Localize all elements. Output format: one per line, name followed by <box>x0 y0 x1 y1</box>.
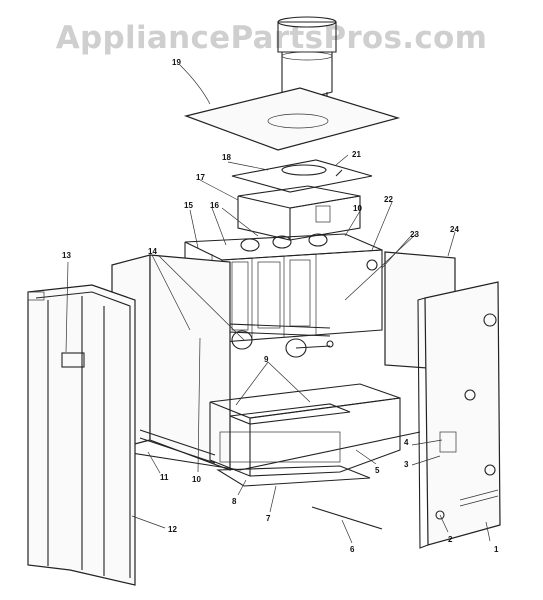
draft-hood-ring <box>231 159 373 193</box>
callout-3: 3 <box>404 460 409 469</box>
callout-22: 22 <box>384 195 393 204</box>
callout-12: 12 <box>168 525 177 534</box>
right-side-panel <box>417 281 501 549</box>
callout-14: 14 <box>148 247 157 256</box>
heat-exchanger-top <box>237 185 361 241</box>
callout-19: 19 <box>172 58 181 67</box>
watermark-text: AppliancePartsPros.com <box>55 20 488 56</box>
callout-18: 18 <box>222 153 231 162</box>
callout-11: 11 <box>160 473 169 482</box>
callout-15: 15 <box>184 201 193 210</box>
callout-24: 24 <box>450 225 459 234</box>
base-tray <box>216 465 371 487</box>
front-door <box>27 284 136 586</box>
callout-7: 7 <box>266 514 271 523</box>
callout-10-top: 10 <box>353 204 362 213</box>
leader-lines <box>65 64 491 544</box>
callout-16: 16 <box>210 201 219 210</box>
callout-4: 4 <box>404 438 409 447</box>
callout-labels: 19 18 21 17 15 16 10 22 23 24 13 14 9 10… <box>62 58 499 554</box>
callout-17: 17 <box>196 173 205 182</box>
callout-8: 8 <box>232 497 237 506</box>
top-gasket-plate <box>183 87 401 151</box>
rod <box>311 506 383 530</box>
callout-10-bottom: 10 <box>192 475 201 484</box>
callout-9: 9 <box>264 355 269 364</box>
callout-21: 21 <box>352 150 361 159</box>
callout-2: 2 <box>448 535 453 544</box>
callout-13: 13 <box>62 251 71 260</box>
callout-5: 5 <box>375 466 380 475</box>
callout-1: 1 <box>494 545 499 554</box>
callout-23: 23 <box>410 230 419 239</box>
callout-6: 6 <box>350 545 355 554</box>
burner-box <box>209 383 401 477</box>
